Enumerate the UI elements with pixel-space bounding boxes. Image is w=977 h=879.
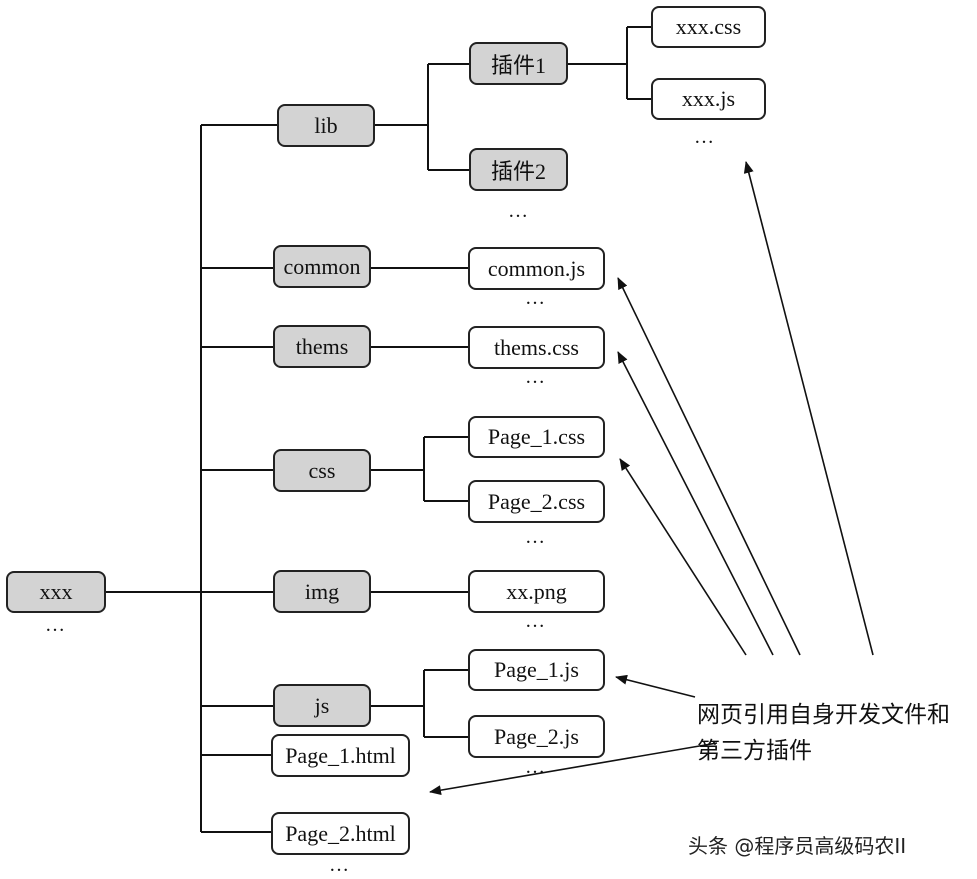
js-ellipsis: … — [525, 756, 546, 778]
folder-plugin1: 插件1 — [469, 42, 568, 85]
file-xx-png: xx.png — [468, 570, 605, 613]
file-common-js: common.js — [468, 247, 605, 290]
folder-plugin2: 插件2 — [469, 148, 568, 191]
annotation-line-2: 第三方插件 — [697, 738, 812, 764]
annotation-text: 网页引用自身开发文件和 第三方插件 — [697, 697, 950, 769]
img-ellipsis: … — [525, 610, 546, 632]
file-xxx-css: xxx.css — [651, 6, 766, 48]
html-ellipsis: … — [329, 854, 350, 876]
root-ellipsis: … — [45, 614, 66, 636]
css-ellipsis: … — [525, 526, 546, 548]
root-folder-xxx: xxx — [6, 571, 106, 613]
tree-connectors — [106, 26, 651, 833]
annotation-line-1: 网页引用自身开发文件和 — [697, 702, 950, 728]
folder-css: css — [273, 449, 371, 492]
file-page2-css: Page_2.css — [468, 480, 605, 523]
folder-js: js — [273, 684, 371, 727]
file-thems-css: thems.css — [468, 326, 605, 369]
file-xxx-js: xxx.js — [651, 78, 766, 120]
file-page2-html: Page_2.html — [271, 812, 410, 855]
folder-lib: lib — [277, 104, 375, 147]
folder-img: img — [273, 570, 371, 613]
thems-ellipsis: … — [525, 366, 546, 388]
reference-arrows — [429, 161, 874, 796]
file-page1-css: Page_1.css — [468, 416, 605, 458]
file-page1-html: Page_1.html — [271, 734, 410, 777]
plugin-files-ellipsis: … — [694, 126, 715, 148]
plugins-ellipsis: … — [508, 200, 529, 222]
watermark: 头条 @程序员高级码农II — [688, 834, 907, 858]
file-page1-js: Page_1.js — [468, 649, 605, 691]
folder-common: common — [273, 245, 371, 288]
common-ellipsis: … — [525, 287, 546, 309]
file-page2-js: Page_2.js — [468, 715, 605, 758]
folder-thems: thems — [273, 325, 371, 368]
